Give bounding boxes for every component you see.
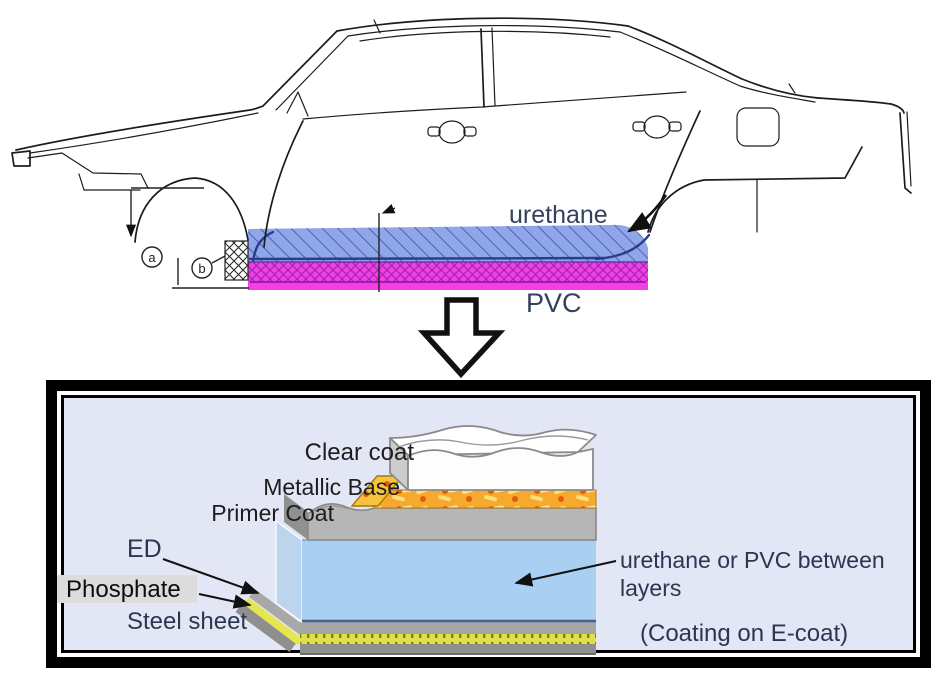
callout-a-circle (141, 246, 163, 268)
primer-coat-label: Primer Coat (211, 500, 334, 526)
layer-staircase (235, 588, 306, 653)
door-corner-curve-right (594, 233, 651, 261)
rear-door-handle (632, 115, 682, 139)
rear-wheel-arch (647, 146, 863, 233)
pillar-tick (788, 83, 796, 94)
clear-coat-top (389, 425, 597, 456)
primer-coat-layer (284, 494, 597, 541)
dimension-annotations: a b (125, 187, 396, 292)
urethane-band (248, 224, 651, 264)
clear-coat-label: Clear coat (305, 439, 415, 466)
urethane-label: urethane (509, 201, 608, 229)
primer-coat-side (284, 494, 308, 540)
rocker-cross-section-patch (224, 240, 249, 281)
phosphate-left-wedge (243, 597, 303, 646)
callout-a-label: a (148, 250, 156, 265)
callout-b-label: b (198, 261, 205, 276)
between-layers-label-line2: layers (620, 575, 681, 601)
rear-door-seam (649, 110, 701, 233)
front-wheel-arch (134, 177, 249, 243)
coating-stack-panel: Clear coat Metallic Base Primer Coat ED … (46, 380, 931, 668)
steel-sheet-label: Steel sheet (127, 608, 247, 635)
urethane-pvc-layer (275, 519, 596, 624)
front-bumper-bottom (78, 173, 141, 191)
fuel-lid (736, 107, 780, 147)
urethane-pointer-arrow (626, 194, 668, 233)
callout-b-circle (191, 257, 213, 279)
between-layers-label-line1: urethane or PVC between (620, 547, 885, 573)
primer-coat-front (307, 502, 597, 541)
phosphate-arrow (198, 593, 252, 609)
phosphate-layer (300, 634, 596, 644)
front-door-seam (263, 120, 304, 248)
door-corner-curve-left (251, 230, 275, 264)
urethane-pvc-layer-front (302, 540, 596, 622)
car-line-art: a b urethane PVC (11, 17, 912, 379)
clear-coat-layer (389, 425, 597, 491)
metallic-base-layer (350, 475, 597, 509)
front-door-handle (427, 120, 477, 144)
door-bottom-line (248, 256, 606, 261)
ed-label: ED (127, 535, 162, 563)
pvc-label: PVC (526, 288, 582, 318)
front-bumper-line (27, 152, 149, 189)
steel-left-wedge (235, 599, 299, 653)
mirror (286, 91, 309, 117)
phosphate-label: Phosphate (66, 576, 181, 603)
car-body-outline (11, 17, 912, 289)
ed-layer (300, 622, 596, 634)
band-flag-arrow (381, 203, 396, 214)
roof-tick (373, 19, 381, 34)
steel-sheet-layer (300, 644, 596, 654)
between-layers-arrow (514, 560, 617, 587)
phosphate-label-bg (57, 575, 197, 603)
coating-note-label: (Coating on E-coat) (640, 620, 848, 647)
down-arrow-icon (417, 297, 506, 379)
rear-edge (899, 112, 912, 194)
ed-arrow (162, 558, 260, 595)
ed-left-wedge (249, 588, 306, 636)
metallic-base-label: Metallic Base (263, 474, 400, 500)
headlamp-nose (11, 150, 31, 167)
clear-coat-front (407, 447, 594, 491)
pvc-band (248, 261, 648, 290)
metallic-base-front (373, 489, 597, 509)
